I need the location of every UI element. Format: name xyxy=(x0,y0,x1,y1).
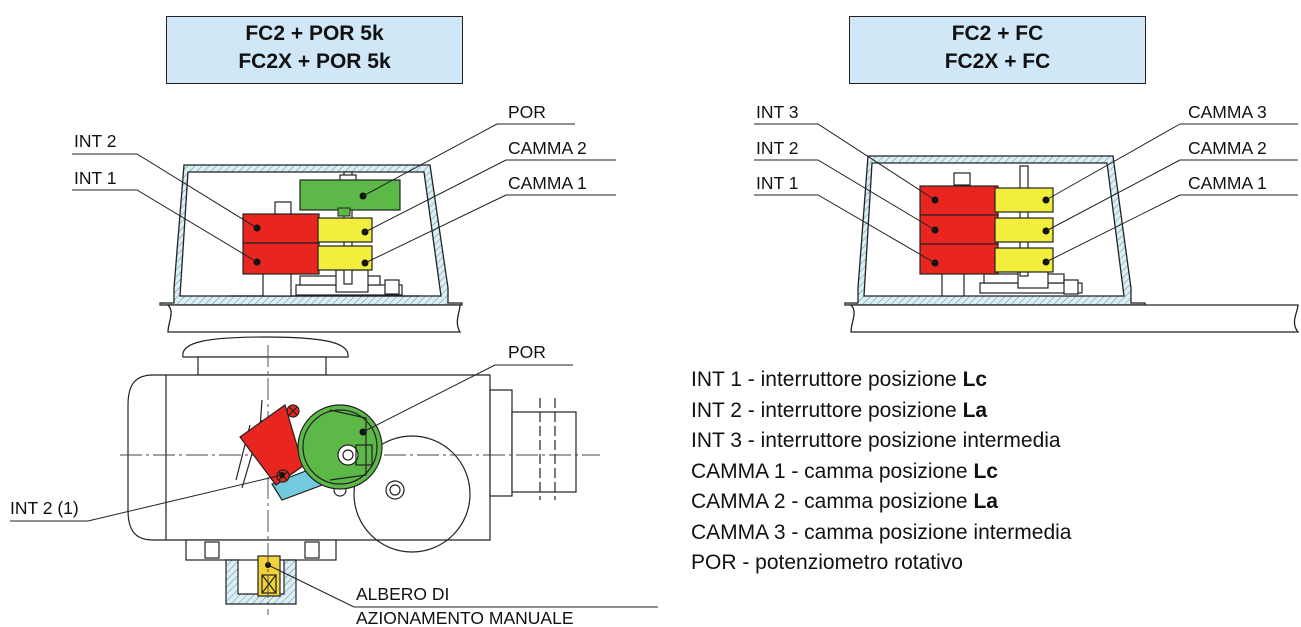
label-camma3-right: CAMMA 3 xyxy=(1188,102,1267,122)
legend-text: INT 3 - interruttore posizione intermedi… xyxy=(691,429,1061,452)
label-int3-right: INT 3 xyxy=(756,102,798,122)
label-por-top: POR xyxy=(508,102,546,122)
legend-row: CAMMA 1 - camma posizione Lc xyxy=(691,457,1071,488)
label-int1-left: INT 1 xyxy=(74,168,116,188)
legend-text: CAMMA 1 - camma posizione xyxy=(691,459,974,483)
legend: INT 1 - interruttore posizione Lc INT 2 … xyxy=(691,365,1071,579)
label-int2-right: INT 2 xyxy=(756,138,798,158)
right-title-line1: FC2 + FC xyxy=(951,22,1044,45)
label-albero-line1: ALBERO DI xyxy=(356,584,449,604)
right-title-box: FC2 + FC FC2X + FC xyxy=(849,16,1146,84)
right-top-leaders xyxy=(754,123,1298,264)
label-int2-note: INT 2 (1) xyxy=(10,498,79,518)
legend-bold: Lc xyxy=(973,459,998,483)
label-por-bottom: POR xyxy=(508,342,546,362)
legend-text: CAMMA 2 - camma posizione xyxy=(691,490,974,513)
legend-row: INT 1 - interruttore posizione Lc xyxy=(691,365,1071,396)
label-int1-right: INT 1 xyxy=(756,173,798,193)
legend-text: INT 1 - interruttore posizione xyxy=(691,368,963,391)
legend-bold: La xyxy=(962,398,988,422)
legend-row: INT 2 - interruttore posizione La xyxy=(691,396,1071,427)
label-albero-line2: AZIONAMENTO MANUALE xyxy=(356,608,574,627)
left-top-mechanism xyxy=(262,171,403,297)
left-bottom-leaders xyxy=(10,364,658,608)
label-camma2-right: CAMMA 2 xyxy=(1188,138,1267,158)
right-top-switches xyxy=(919,185,1054,275)
left-title-box: FC2 + POR 5k FC2X + POR 5k xyxy=(166,16,463,84)
legend-bold: La xyxy=(973,490,998,513)
left-title-line1: FC2 + POR 5k xyxy=(245,22,384,45)
legend-row: POR - potenziometro rotativo xyxy=(691,548,1071,579)
legend-bold: Lc xyxy=(962,368,988,391)
right-title-line2: FC2X + FC xyxy=(944,50,1051,73)
label-int2-left: INT 2 xyxy=(74,131,116,151)
legend-row: INT 3 - interruttore posizione intermedi… xyxy=(691,426,1071,457)
legend-row: CAMMA 2 - camma posizione La xyxy=(691,487,1071,518)
label-camma1-left: CAMMA 1 xyxy=(508,173,587,193)
legend-text: CAMMA 3 - camma posizione intermedia xyxy=(691,520,1072,544)
left-title-line2: FC2X + POR 5k xyxy=(238,50,391,73)
legend-text: INT 2 - interruttore posizione xyxy=(691,398,963,422)
legend-text: POR - potenziometro rotativo xyxy=(691,551,963,574)
label-camma1-right: CAMMA 1 xyxy=(1188,173,1267,193)
left-top-leaders xyxy=(72,123,616,264)
label-camma2-left: CAMMA 2 xyxy=(508,138,587,158)
legend-row: CAMMA 3 - camma posizione intermedia xyxy=(691,518,1071,549)
